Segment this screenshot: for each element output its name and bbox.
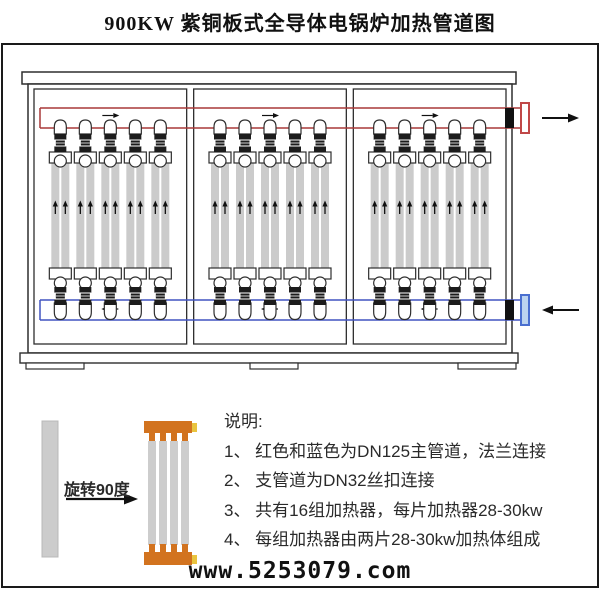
heater-group [258,119,282,321]
heater-detail [144,421,197,565]
watermark-text: www.5253079.com [188,558,412,584]
heater-group [123,119,147,321]
heater-group [73,119,97,321]
heater-group [233,119,257,321]
notes-block: 说明: 1、 红色和蓝色为DN125主管道，法兰连接 2、 支管道为DN32丝扣… [224,407,584,555]
page-title: 900KW 紫铜板式全导体电锅炉加热管道图 [104,13,496,35]
heater-group [98,119,122,321]
rotate-arrow [66,493,138,505]
heater-group [48,119,72,321]
note-line-3: 3、 共有16组加热器，每片加热器28-30kw [224,500,543,520]
heater-group [208,119,232,321]
note-line-2: 2、 支管道为DN32丝扣连接 [224,471,435,490]
heater-group [283,119,307,321]
note-line-4: 4、 每组加热器由两片28-30kw加热体组成 [224,530,541,549]
heater-group [443,119,467,321]
rotate-90-label: 旋转90度 [64,482,130,499]
heater-group [418,119,442,321]
side-view-bar [41,420,59,558]
return-pipe [39,294,579,326]
supply-pipe [39,102,579,134]
heater-group [148,119,172,321]
heater-group [468,119,492,321]
heater-group [368,119,392,321]
notes-heading: 说明: [224,412,263,431]
heater-group [393,119,417,321]
note-line-1: 1、 红色和蓝色为DN125主管道，法兰连接 [224,441,547,461]
heater-group [308,119,332,321]
